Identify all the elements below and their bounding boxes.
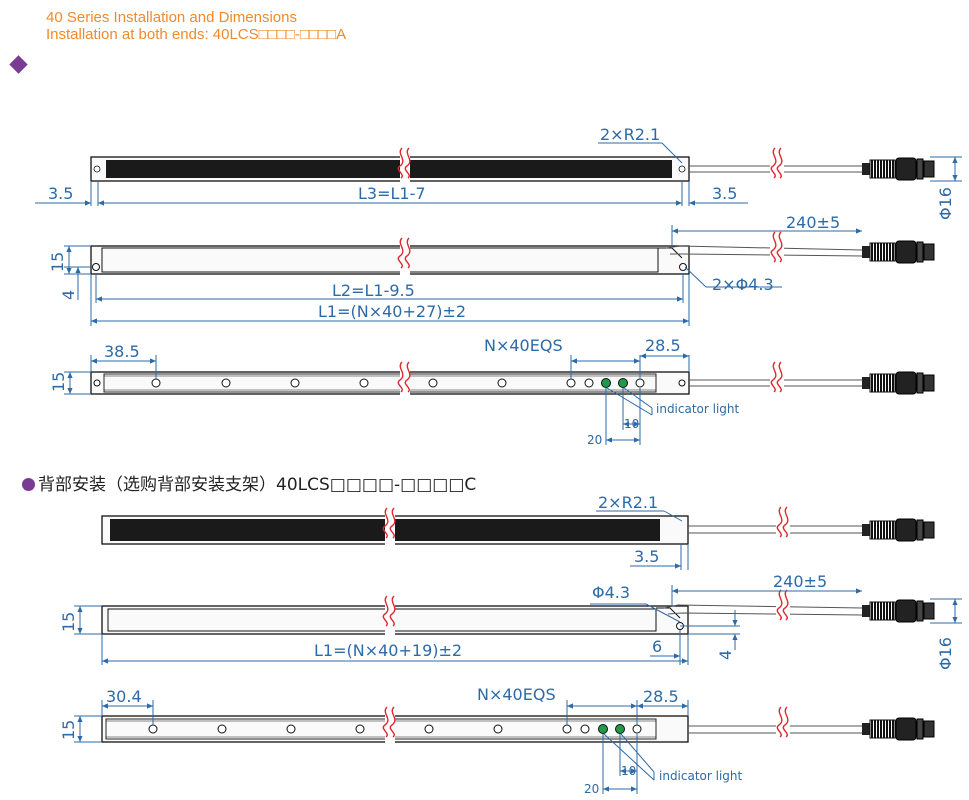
dim-c2-15: 15 bbox=[59, 612, 78, 632]
light-bar-side bbox=[90, 245, 690, 275]
dim-c3-neqs: N×40EQS bbox=[477, 685, 556, 704]
dim-a2-hole: 2×Φ4.3 bbox=[712, 275, 774, 294]
dim-a1-l3: L3=L1-7 bbox=[358, 184, 426, 203]
dim-a3-10: 10 bbox=[624, 417, 639, 431]
drawing-c1: 2×R2.1 3.5 bbox=[101, 493, 935, 570]
drawing-c3: 30.4 N×40EQS 28.5 15 10 20 indicator lig… bbox=[59, 685, 935, 796]
dim-a3-neqs: N×40EQS bbox=[484, 336, 563, 355]
dim-a1-phi16: Φ16 bbox=[936, 187, 955, 220]
connector-icon bbox=[861, 717, 935, 741]
dim-c1-3-5: 3.5 bbox=[634, 547, 659, 566]
dim-c2-240: 240±5 bbox=[773, 572, 827, 591]
drawing-a2: 240±5 15 4 L2=L1-9.5 L1=(N×40+27)±2 2×Φ4… bbox=[48, 213, 935, 326]
dim-c3-28-5: 28.5 bbox=[643, 687, 679, 706]
section2-title-text: 背部安装（选购背部安装支架）40LCS□□□□-□□□□C bbox=[38, 475, 477, 495]
indicator-light-label-c: indicator light bbox=[659, 769, 743, 783]
drawing-a1: 2×R2.1 3.5 L3=L1-7 3.5 Φ16 bbox=[35, 125, 962, 220]
drawing-a3: 38.5 N×40EQS 28.5 15 10 20 indicator lig… bbox=[49, 336, 935, 447]
dim-a3-15: 15 bbox=[49, 372, 68, 392]
dim-a2-4: 4 bbox=[59, 290, 78, 300]
purple-dot-icon bbox=[22, 478, 35, 491]
dim-c3-10: 10 bbox=[621, 764, 636, 778]
indicator-light-icon bbox=[618, 378, 628, 388]
indicator-light-icon bbox=[598, 724, 608, 734]
header-title: 40 Series Installation and Dimensions bbox=[46, 9, 297, 26]
indicator-light-icon bbox=[601, 378, 611, 388]
connector-icon bbox=[861, 599, 935, 623]
dim-a3-38-5: 38.5 bbox=[104, 342, 140, 361]
dim-a3-20: 20 bbox=[587, 433, 602, 447]
connector-icon bbox=[861, 371, 935, 395]
light-bar-bottom bbox=[90, 371, 690, 395]
dim-a1-r21: 2×R2.1 bbox=[600, 125, 660, 144]
dim-a2-240: 240±5 bbox=[786, 213, 840, 232]
dim-c2-6: 6 bbox=[652, 637, 662, 656]
indicator-light-label-a: indicator light bbox=[656, 402, 740, 416]
connector-icon bbox=[861, 240, 935, 264]
dim-a1-right-3-5: 3.5 bbox=[712, 184, 737, 203]
dim-c2-l1: L1=(N×40+19)±2 bbox=[314, 641, 462, 660]
dim-a2-l2: L2=L1-9.5 bbox=[332, 281, 415, 300]
connector-icon bbox=[861, 518, 935, 542]
led-holes bbox=[151, 378, 645, 388]
dim-c3-30-4: 30.4 bbox=[106, 687, 142, 706]
dim-c2-phi43: Φ4.3 bbox=[592, 583, 630, 602]
section2-title: 背部安装（选购背部安装支架）40LCS□□□□-□□□□C bbox=[22, 470, 476, 495]
dim-c3-15: 15 bbox=[59, 720, 78, 740]
dim-c3-20: 20 bbox=[584, 782, 599, 796]
dim-c1-r21: 2×R2.1 bbox=[598, 493, 658, 512]
led-holes-c bbox=[148, 724, 642, 734]
dim-a2-l1: L1=(N×40+27)±2 bbox=[318, 302, 466, 321]
header-subtitle: Installation at both ends: 40LCS□□□□-□□□… bbox=[46, 26, 347, 43]
connector-icon bbox=[861, 157, 935, 181]
dim-a1-left-3-5: 3.5 bbox=[48, 184, 73, 203]
dim-c2-phi16: Φ16 bbox=[936, 637, 955, 670]
light-bar-face bbox=[106, 160, 672, 178]
dim-a3-28-5: 28.5 bbox=[645, 336, 681, 355]
dim-a2-15: 15 bbox=[48, 252, 67, 272]
indicator-light-icon bbox=[615, 724, 625, 734]
drawing-c2: 240±5 Φ4.3 15 4 L1=(N×40+19)±2 6 Φ16 bbox=[59, 572, 962, 670]
dim-c2-4: 4 bbox=[716, 650, 735, 660]
